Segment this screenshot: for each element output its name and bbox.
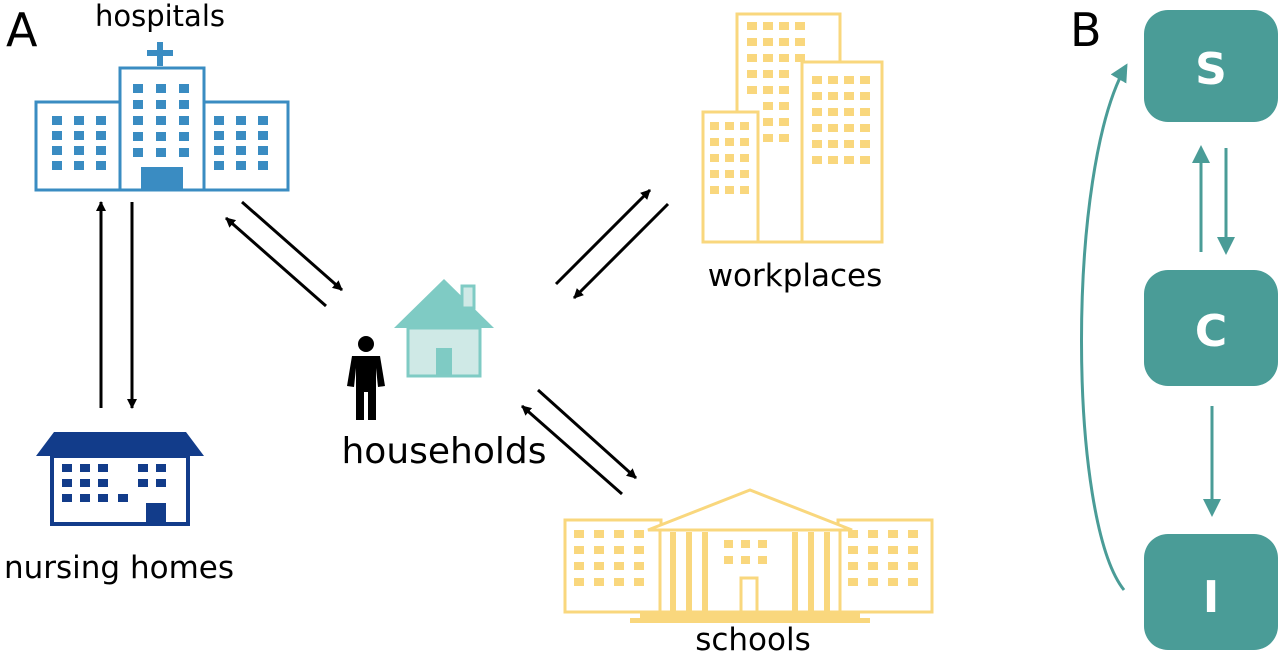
arrow-household-to-workplace [554,188,652,286]
hospitals-label: hospitals [95,0,225,33]
nursing-homes-label: nursing homes [4,550,234,586]
arrow-household-to-school [536,388,638,480]
state-i-label: I [1203,572,1219,623]
workplaces-label: workplaces [708,258,883,294]
households-label: households [341,431,546,472]
state-c-node: C [1144,270,1278,386]
arrow-household-to-hospital [225,216,327,308]
state-c-label: C [1195,306,1227,357]
house-icon [394,279,494,378]
person-icon [347,336,385,420]
workplace-icon [701,12,884,244]
arrow-workplace-to-household [572,202,670,300]
panel-a-label: A [6,3,38,57]
state-i-node: I [1144,534,1278,650]
nursing-home-icon [36,432,204,526]
arrow-hospital-to-household [241,200,343,292]
hospital-icon [34,42,290,192]
arrow-school-to-household [521,404,623,496]
panel-b-label: B [1070,3,1102,57]
schools-label: schools [695,622,811,656]
school-icon [563,488,934,623]
state-s-node: S [1144,10,1278,122]
arrow-i-to-s [1080,63,1128,591]
state-s-label: S [1195,44,1227,95]
